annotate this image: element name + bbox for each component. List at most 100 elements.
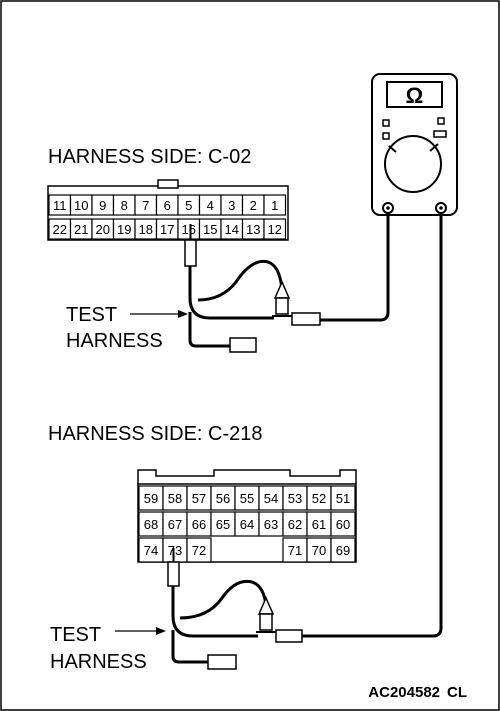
terminal-cell (330, 511, 356, 537)
terminal-number: 18 (139, 222, 153, 237)
test-harness-2 (167, 548, 303, 670)
terminal-number: 56 (216, 491, 230, 506)
terminal-number: 53 (288, 491, 302, 506)
terminal-number: 21 (74, 222, 88, 237)
terminal-number: 64 (240, 517, 254, 532)
alligator-clip (257, 596, 275, 615)
terminal-number: 67 (168, 517, 182, 532)
terminal-number: 57 (192, 491, 206, 506)
ohm-symbol: Ω (406, 83, 424, 108)
dial-tick-icon (429, 143, 439, 152)
terminal-number: 1 (271, 198, 278, 213)
test-harness-label-2-line1: TEST (50, 624, 101, 646)
harness-wire (171, 630, 208, 664)
range-marker-icon (433, 130, 447, 138)
terminal-cell (186, 485, 212, 511)
connector-c02-title: HARNESS SIDE: C-02 (48, 146, 251, 168)
terminal-number: 22 (53, 222, 67, 237)
alligator-clip (273, 280, 291, 299)
terminal-number: 3 (228, 198, 235, 213)
terminal-number: 52 (312, 491, 326, 506)
terminal-number: 71 (288, 543, 302, 558)
terminal-cell (330, 485, 356, 511)
harness-wire (197, 259, 284, 302)
terminal-number: 2 (250, 198, 257, 213)
terminal-number: 66 (192, 517, 206, 532)
test-harness-1 (184, 224, 321, 353)
ohmmeter-dial (384, 135, 442, 193)
figure-code-suffix: CL (447, 684, 467, 701)
ohmmeter: Ω (371, 73, 458, 216)
harness-wire (179, 579, 268, 620)
probe-pin (167, 561, 180, 587)
terminal-number: 20 (96, 222, 110, 237)
terminal-number: 59 (144, 491, 158, 506)
connector-lock-tab (157, 179, 179, 189)
connector-c218-title: HARNESS SIDE: C-218 (48, 423, 263, 445)
harness-plug (229, 337, 257, 353)
terminal-number: 51 (336, 491, 350, 506)
range-marker-icon (437, 117, 445, 125)
terminal-number: 63 (264, 517, 278, 532)
meter-lead-wire (300, 213, 443, 638)
arrowhead-icon (156, 627, 166, 635)
terminal-number: 58 (168, 491, 182, 506)
dial-tick-icon (388, 145, 397, 153)
terminal-number: 55 (240, 491, 254, 506)
terminal-number: 6 (164, 198, 171, 213)
terminal-number: 15 (203, 222, 217, 237)
terminal-number: 60 (336, 517, 350, 532)
harness-wire (188, 266, 274, 320)
terminal-number: 5 (185, 198, 192, 213)
terminal-cell (330, 537, 356, 563)
terminal-number: 62 (288, 517, 302, 532)
range-marker-icon (382, 119, 390, 127)
terminal-number: 72 (192, 543, 206, 558)
terminal-number: 19 (117, 222, 131, 237)
terminal-number: 7 (142, 198, 149, 213)
terminal-cell (263, 218, 287, 240)
harness-plug (207, 654, 237, 670)
terminal-number: 17 (160, 222, 174, 237)
terminal-cell (186, 537, 212, 563)
terminal-number: 8 (121, 198, 128, 213)
harness-plug (275, 629, 303, 643)
terminal-number: 73 (168, 543, 182, 558)
meter-lead-wire (320, 213, 390, 322)
terminal-number: 70 (312, 543, 326, 558)
terminal-cell (210, 511, 236, 537)
terminal-cell (282, 485, 308, 511)
range-marker-icon (382, 132, 390, 140)
terminal-number: 74 (144, 543, 158, 558)
terminal-number: 65 (216, 517, 230, 532)
harness-wire (188, 312, 230, 348)
ohmmeter-display (386, 81, 443, 108)
harness-plug (291, 312, 321, 326)
figure-code: AC204582 (368, 684, 440, 701)
terminal-cell (186, 511, 212, 537)
arrowhead-icon (178, 310, 188, 318)
terminal-cell (258, 485, 284, 511)
test-harness-label-1-line1: TEST (66, 304, 117, 326)
terminal-number: 54 (264, 491, 278, 506)
terminal-cell (263, 194, 287, 216)
terminal-number: 16 (182, 222, 196, 237)
terminal-number: 13 (246, 222, 260, 237)
test-harness-label-2-line2: HARNESS (50, 651, 147, 673)
terminal-number: 11 (53, 198, 67, 213)
terminal-cell (162, 511, 188, 537)
terminal-cell (234, 511, 260, 537)
terminal-number: 9 (99, 198, 106, 213)
test-harness-label-1-line2: HARNESS (66, 330, 163, 352)
terminal-number: 69 (336, 543, 350, 558)
terminal-number: 4 (207, 198, 214, 213)
terminal-cell (306, 511, 332, 537)
terminal-cell (234, 485, 260, 511)
terminal-number: 14 (225, 222, 239, 237)
connector-housing-top (137, 469, 357, 484)
terminal-cell (258, 511, 284, 537)
